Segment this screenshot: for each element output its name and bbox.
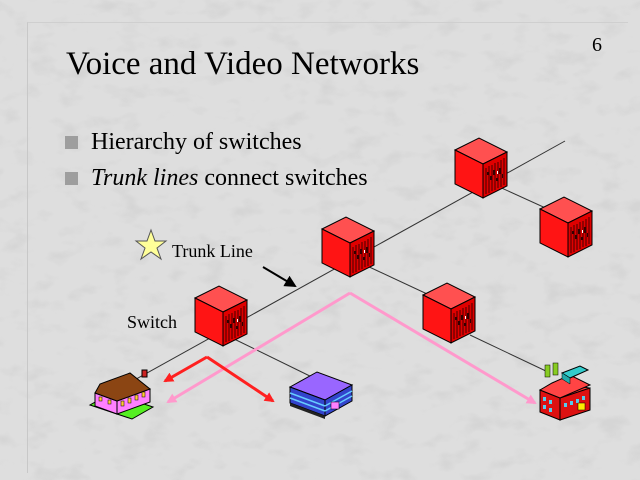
trunk-line-s1-office — [229, 336, 319, 381]
trunk-line-label: Trunk Line — [172, 241, 253, 261]
switch-5 — [422, 282, 476, 344]
call-path-red-left — [163, 355, 208, 383]
switch-1 — [194, 285, 248, 347]
bullet-text: Hierarchy of switches — [91, 128, 302, 155]
call-path-pink-left — [166, 291, 351, 404]
bullet-square-icon — [65, 135, 78, 149]
bullet-item: Hierarchy of switches — [64, 124, 368, 160]
office-building-icon — [288, 371, 354, 419]
factory-icon — [538, 362, 592, 421]
bullet-list: Hierarchy of switches Trunk lines connec… — [64, 124, 368, 196]
page-number: 6 — [592, 34, 602, 56]
house-icon — [88, 369, 155, 420]
star-icon — [134, 228, 168, 261]
trunk-line-s5-factory — [469, 334, 549, 373]
call-path-red-right — [206, 355, 275, 403]
trunk-line-pointer-arrow — [262, 266, 297, 288]
slide-frame — [27, 22, 628, 473]
bullet-text: connect switches — [198, 164, 368, 191]
switch-2 — [321, 216, 375, 278]
switch-label: Switch — [127, 312, 178, 332]
bullet-italic-text: Trunk lines — [91, 164, 199, 191]
switch-3 — [454, 137, 508, 199]
call-path-pink-right — [349, 291, 537, 405]
switch-4 — [539, 196, 593, 258]
bullet-item: Trunk lines connect switches — [64, 160, 368, 196]
slide-title: Voice and Video Networks — [66, 46, 420, 82]
bullet-square-icon — [65, 171, 78, 185]
